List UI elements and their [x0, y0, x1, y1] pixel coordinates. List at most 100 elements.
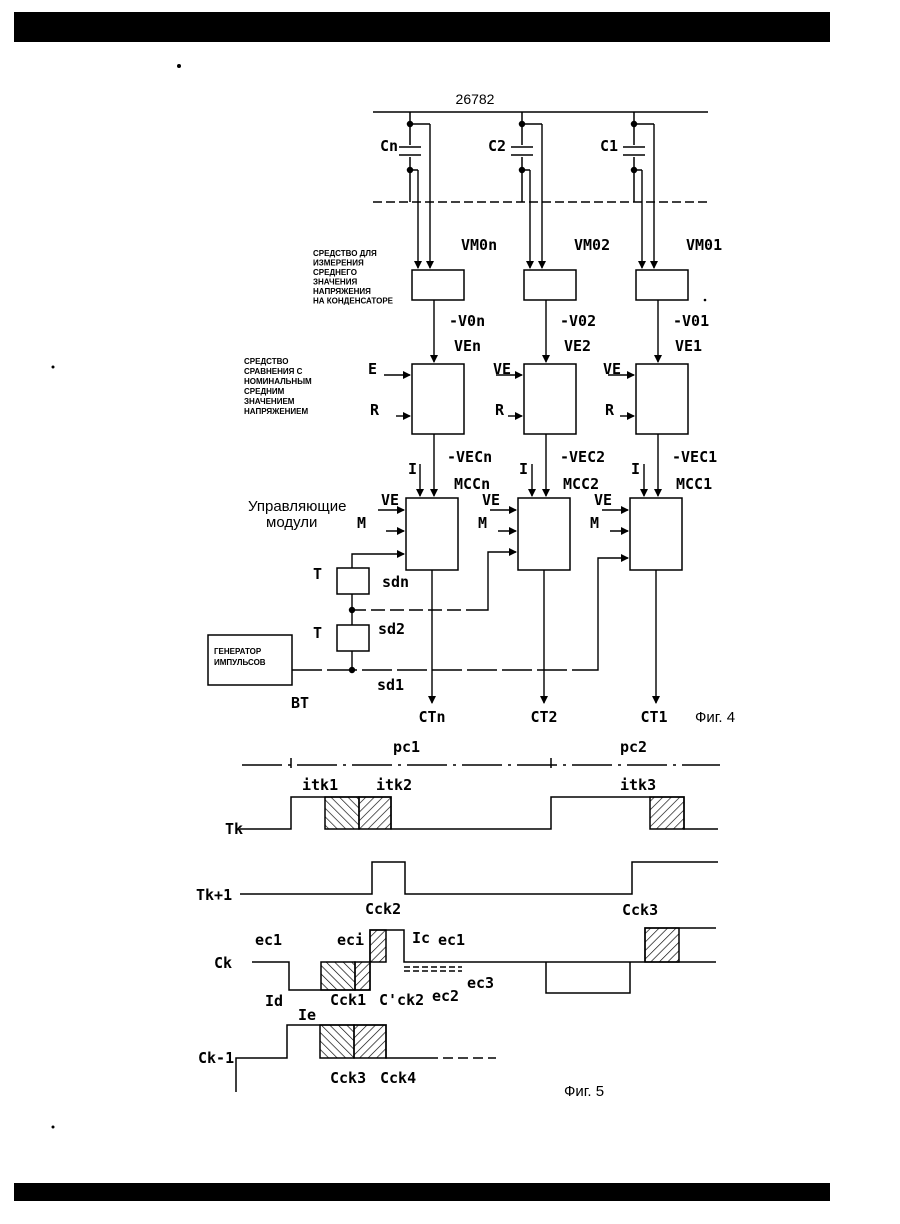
figure-caption: Фиг. 5 — [564, 1083, 604, 1100]
measure-block-label: VM02 — [574, 236, 610, 254]
compare-description: НОМИНАЛЬНЫМ — [244, 377, 312, 386]
ck-label: ec1 — [438, 931, 465, 949]
measure-block — [412, 270, 464, 300]
m-input-label: M — [357, 514, 366, 532]
control-modules-label: модули — [266, 514, 317, 531]
measure-block — [524, 270, 576, 300]
compare-block — [524, 364, 576, 434]
control-block — [630, 498, 682, 570]
ck-label: Cck2 — [365, 900, 401, 918]
ck-label: eci — [337, 931, 364, 949]
generator-ref: BT — [291, 694, 309, 712]
fig5 — [236, 758, 720, 1092]
m-input-label: M — [590, 514, 599, 532]
sync-label: sd2 — [378, 620, 405, 638]
period-label: pc2 — [620, 738, 647, 756]
speck — [704, 299, 707, 302]
measure-description: ИЗМЕРЕНИЯ — [313, 259, 364, 268]
hatched-interval — [325, 797, 359, 829]
ck-label: Id — [265, 992, 283, 1010]
compare-description: СРАВНЕНИЯ С — [244, 367, 303, 376]
compare-block — [412, 364, 464, 434]
capacitor-label: Cn — [380, 137, 398, 155]
sync-label: sdn — [382, 573, 409, 591]
ck1-label: Cck3 — [330, 1069, 366, 1087]
delay-label: T — [313, 565, 322, 583]
row-label: Ck-1 — [198, 1049, 234, 1067]
ve-input-label: VE — [381, 491, 399, 509]
hatched-interval — [650, 797, 684, 829]
measure-description: НАПРЯЖЕНИЯ — [313, 287, 371, 296]
output-label: CT2 — [530, 708, 557, 726]
hatched-interval — [359, 797, 391, 829]
tk-waveform — [240, 797, 718, 829]
compare-block-label: VEn — [454, 337, 481, 355]
fig4-wiring — [292, 124, 658, 703]
compare-description: СРЕДСТВО — [244, 357, 288, 366]
measure-output-label: -V01 — [673, 312, 709, 330]
compare-description: ЗНАЧЕНИЕМ — [244, 397, 295, 406]
control-block-label: MCC1 — [676, 475, 712, 493]
ck1-label: Ie — [298, 1006, 316, 1024]
ck-label: C'ck2 — [379, 991, 424, 1009]
capacitor-label: C1 — [600, 137, 618, 155]
ck-waveform — [546, 962, 630, 993]
ck-label: ec2 — [432, 987, 459, 1005]
compare-output-label: -VECn — [447, 448, 492, 466]
sdn-wire — [352, 554, 404, 568]
control-block — [518, 498, 570, 570]
tk1-waveform — [240, 862, 718, 894]
measure-output-label: -V02 — [560, 312, 596, 330]
delay-label: T — [313, 624, 322, 642]
generator-label: ИМПУЛЬСОВ — [214, 658, 266, 667]
compare-block-label: VE1 — [675, 337, 702, 355]
speck — [52, 366, 55, 369]
hatched-interval — [354, 1025, 386, 1058]
ck-label: ec1 — [255, 931, 282, 949]
hatched-interval — [320, 1025, 354, 1058]
ck-label: Ic — [412, 929, 430, 947]
control-block — [406, 498, 458, 570]
row-label: Tk — [225, 820, 243, 838]
ck-label: Cck1 — [330, 991, 366, 1009]
m-input-label: M — [478, 514, 487, 532]
measure-block-label: VM0n — [461, 236, 497, 254]
ck-label: ec3 — [467, 974, 494, 992]
measure-description: НА КОНДЕНСАТОРЕ — [313, 297, 394, 306]
ve-input-label: VE — [594, 491, 612, 509]
compare-description: НАПРЯЖЕНИЕМ — [244, 407, 309, 416]
i-input-label: I — [631, 460, 640, 478]
output-label: CTn — [418, 708, 445, 726]
row-label: Ck — [214, 954, 232, 972]
i-input-label: I — [519, 460, 528, 478]
row-label: Tk+1 — [196, 886, 232, 904]
period-label: pc1 — [393, 738, 420, 756]
hatched-interval — [355, 962, 370, 990]
compare-input-label: R — [370, 401, 380, 419]
output-label: CT1 — [640, 708, 667, 726]
control-modules-label: Управляющие — [248, 498, 346, 515]
measure-description: ЗНАЧЕНИЯ — [313, 278, 357, 287]
ve-input-label: VE — [482, 491, 500, 509]
compare-input-label: VE — [493, 360, 511, 378]
tk-label: itk2 — [376, 776, 412, 794]
hatched-interval — [645, 928, 679, 962]
compare-output-label: -VEC2 — [560, 448, 605, 466]
generator-label: ГЕНЕРАТОР — [214, 647, 262, 656]
ck1-label: Cck4 — [380, 1069, 416, 1087]
compare-block-label: VE2 — [564, 337, 591, 355]
capacitor-label: C2 — [488, 137, 506, 155]
compare-input-label: R — [605, 401, 615, 419]
compare-output-label: -VEC1 — [672, 448, 717, 466]
sd1-wire — [590, 558, 628, 670]
compare-input-label: E — [368, 360, 377, 378]
measure-description: СРЕДСТВО ДЛЯ — [313, 249, 377, 258]
compare-input-label: R — [495, 401, 505, 419]
compare-description: СРЕДНИМ — [244, 387, 285, 396]
sd2-wire — [474, 552, 516, 610]
figure-caption: Фиг. 4 — [695, 709, 735, 726]
measure-block — [636, 270, 688, 300]
hatched-interval — [321, 962, 355, 990]
